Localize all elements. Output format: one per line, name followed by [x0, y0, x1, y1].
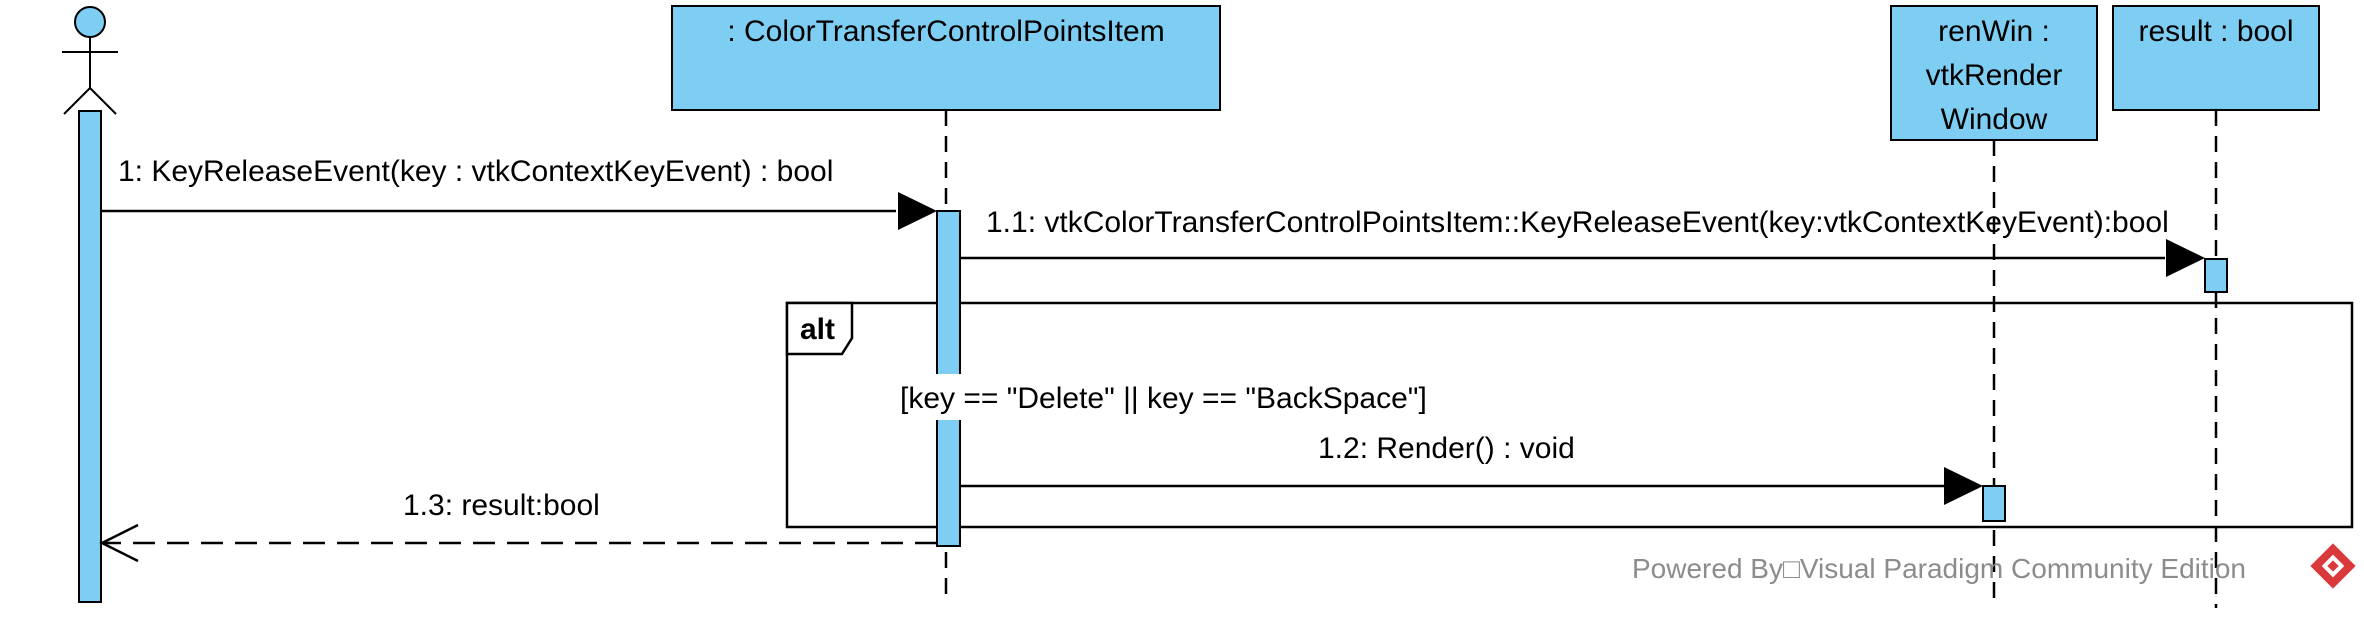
message-1-3-label: 1.3: result:bool	[403, 489, 600, 522]
result-activation-bar	[2204, 258, 2228, 293]
message-1-1-arrowhead	[2166, 239, 2205, 277]
alt-fragment-frame	[785, 301, 2354, 529]
visual-paradigm-logo-icon	[2310, 543, 2356, 589]
alt-fragment-operator: alt	[800, 313, 835, 346]
lifeline-label-renwin-line-2: vtkRender	[1926, 59, 2063, 92]
lifeline-box-result[interactable]	[2112, 5, 2320, 111]
message-1-2-arrowhead	[1944, 467, 1983, 505]
renwin-activation-bar	[1982, 485, 2006, 522]
message-1-label: 1: KeyReleaseEvent(key : vtkContextKeyEv…	[118, 155, 833, 188]
alt-fragment-tab	[785, 301, 854, 356]
lifeline-label-result: result : bool	[2138, 15, 2293, 48]
lifeline-box-color-item[interactable]	[671, 5, 1221, 111]
message-1-1-label: 1.1: vtkColorTransferControlPointsItem::…	[986, 206, 2169, 239]
alt-fragment-guard: [key == "Delete" || key == "BackSpace"]	[900, 382, 1427, 415]
watermark-text: Powered By□Visual Paradigm Community Edi…	[1632, 553, 2246, 584]
guard-background	[894, 374, 1482, 420]
message-1-arrowhead	[898, 192, 937, 230]
lifeline-label-color-item: : ColorTransferControlPointsItem	[727, 15, 1164, 48]
actor-figure	[62, 6, 118, 115]
message-1-3-arrowhead	[99, 523, 139, 563]
lifeline-label-renwin-line-1: renWin :	[1938, 15, 2050, 48]
actor-activation-bar	[78, 110, 102, 603]
lifeline-label-renwin-line-3: Window	[1941, 103, 2048, 136]
message-1-2-label: 1.2: Render() : void	[1318, 432, 1575, 465]
